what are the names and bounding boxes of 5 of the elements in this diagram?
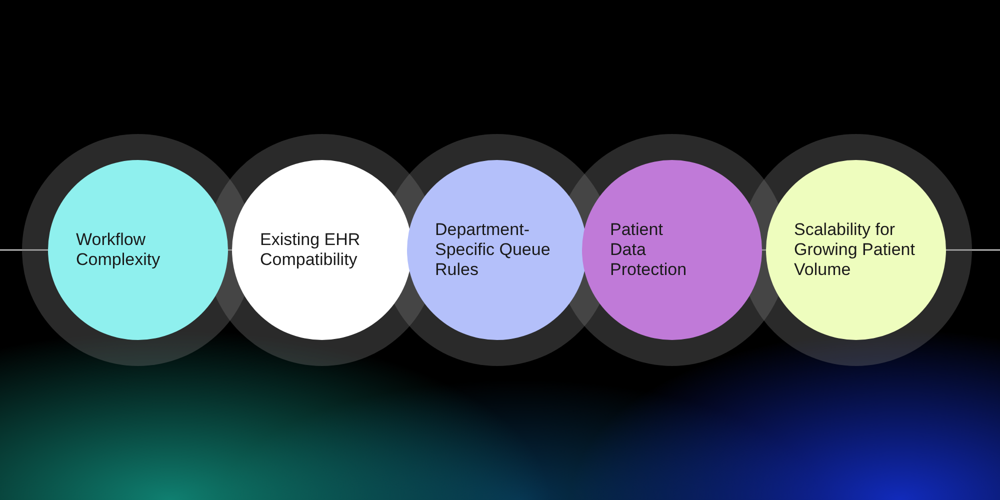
topic-label: Scalability for Growing Patient Volume — [794, 220, 916, 280]
topic-label: Existing EHR Compatibility — [260, 230, 362, 270]
topic-label: Workflow Complexity — [76, 230, 162, 270]
topic-label: Patient Data Protection — [610, 220, 688, 280]
topic-label: Department-Specific Queue Rules — [435, 220, 552, 280]
